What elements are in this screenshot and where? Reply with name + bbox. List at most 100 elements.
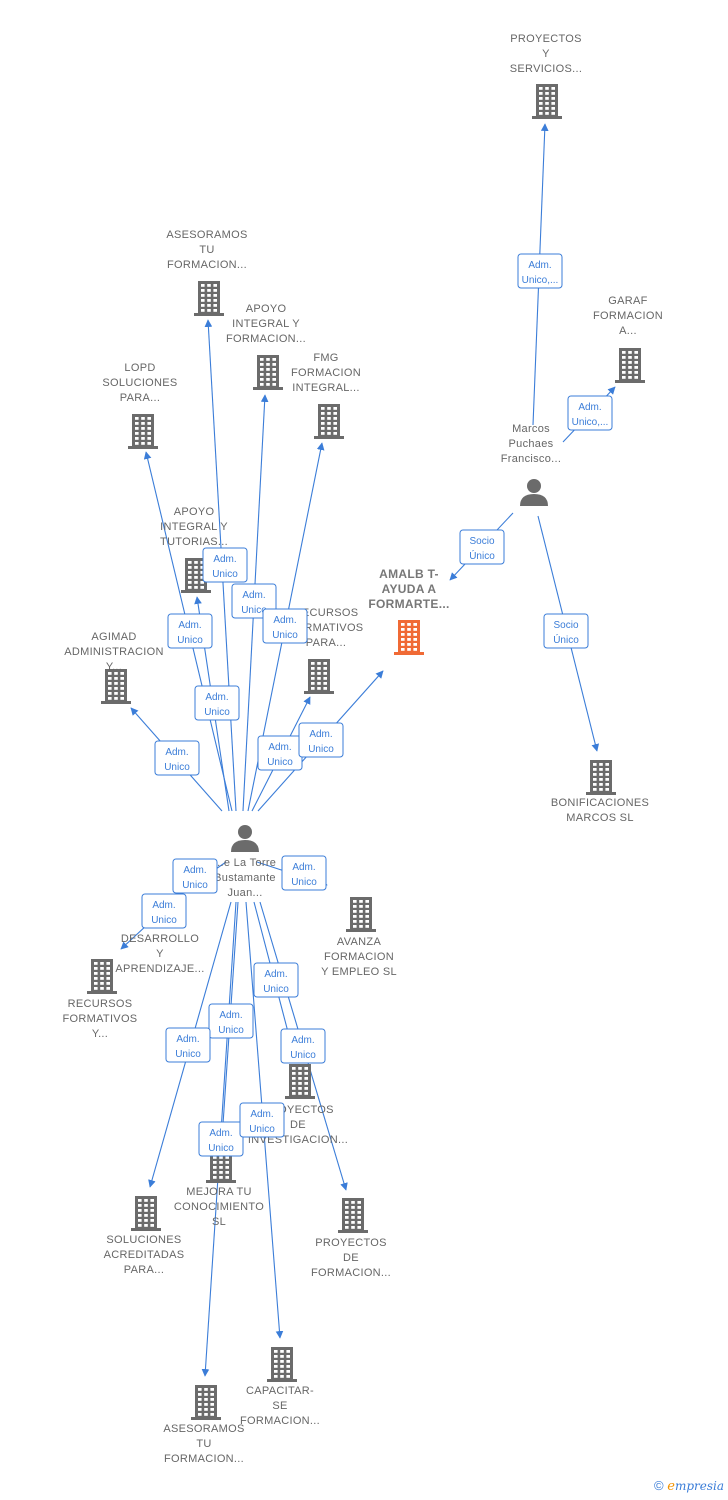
- node-label-line: A...: [619, 325, 637, 337]
- edge-label[interactable]: Adm.Unico: [154, 740, 200, 776]
- edge-label[interactable]: Adm.Unico: [167, 613, 213, 649]
- node-label-line: INTEGRAL Y: [232, 318, 300, 330]
- edge-label[interactable]: Adm.Unico: [202, 547, 248, 583]
- node-label-line: MEJORA TU: [186, 1186, 251, 1198]
- edge-label[interactable]: Adm.Unico: [257, 735, 303, 771]
- edge-label-text: Adm.: [219, 1010, 242, 1021]
- edge-label[interactable]: Adm.Unico: [172, 858, 218, 894]
- node-label-line: DE: [343, 1252, 359, 1264]
- building-icon: [532, 84, 562, 119]
- edge-label[interactable]: Adm.Unico,...: [567, 395, 613, 431]
- edge-label-box: [194, 685, 240, 721]
- edge-label-text: Unico: [208, 1143, 234, 1154]
- company-node-c_asesor1[interactable]: ASESORAMOSTUFORMACION...: [166, 229, 247, 316]
- edge-label[interactable]: Adm.Unico: [141, 893, 187, 929]
- edge-label[interactable]: Adm.Unico: [239, 1102, 285, 1138]
- node-label-line: Marcos: [512, 423, 550, 435]
- building-icon: [314, 404, 344, 439]
- edge-label-text: Adm.: [183, 865, 206, 876]
- building-icon: [586, 760, 616, 795]
- node-label-line: FORMACION: [593, 310, 663, 322]
- edge-label-text: Unico: [212, 569, 238, 580]
- node-label-line: Y: [156, 948, 164, 960]
- edge-label[interactable]: Adm.Unico: [208, 1003, 254, 1039]
- building-icon: [101, 669, 131, 704]
- node-label-line: FORMACION...: [311, 1267, 391, 1279]
- edge-label-text: Adm.: [292, 862, 315, 873]
- person-node-p_marcos[interactable]: MarcosPuchaesFrancisco...: [501, 423, 561, 506]
- company-node-c_proyserv[interactable]: PROYECTOSYSERVICIOS...: [510, 33, 582, 119]
- edge-label[interactable]: Adm.Unico: [198, 1121, 244, 1157]
- node-label-line: Y: [542, 48, 550, 60]
- company-node-main[interactable]: AMALB T-AYUDA AFORMARTE...: [368, 567, 449, 655]
- edge-label[interactable]: Adm.Unico: [281, 855, 327, 891]
- company-node-c_soluc[interactable]: SOLUCIONESACREDITADASPARA...: [104, 1196, 185, 1276]
- company-node-c_asesor2[interactable]: ASESORAMOSTUFORMACION...: [163, 1385, 244, 1465]
- edge-label[interactable]: Adm.Unico: [194, 685, 240, 721]
- edge-label-text: Adm.: [152, 900, 175, 911]
- node-label-line: CAPACITAR-: [246, 1385, 314, 1397]
- edge-label-text: Socio: [469, 536, 494, 547]
- building-icon: [338, 1198, 368, 1233]
- edge-label-box: [154, 740, 200, 776]
- edge-label-text: Unico: [308, 744, 334, 755]
- edge-label-box: [280, 1028, 326, 1064]
- company-node-c_lopd[interactable]: LOPDSOLUCIONESPARA...: [102, 362, 177, 449]
- node-label-line: ADMINISTRACION: [64, 646, 164, 658]
- node-label-line: AYUDA A: [382, 582, 437, 596]
- company-node-c_capacitar[interactable]: CAPACITAR-SEFORMACION...: [240, 1347, 320, 1427]
- edge-label[interactable]: Adm.Unico: [165, 1027, 211, 1063]
- person-icon: [231, 825, 259, 852]
- node-label-line: APRENDIZAJE...: [115, 963, 204, 975]
- node-label-line: FORMARTE...: [368, 597, 449, 611]
- node-label-line: GARAF: [608, 295, 647, 307]
- building-icon: [285, 1064, 315, 1099]
- edge-label-box: [298, 722, 344, 758]
- node-label-line: INTEGRAL Y: [160, 521, 228, 533]
- company-node-c_garaf[interactable]: GARAF FORMACION A...: [593, 295, 663, 383]
- edge-label-text: Adm.: [291, 1035, 314, 1046]
- company-node-c_bonif[interactable]: BONIFICACIONES MARCOS SL: [551, 760, 649, 824]
- edge-label-text: Unico: [164, 762, 190, 773]
- edge-label-text: Unico: [263, 984, 289, 995]
- edge-label-text: Unico,...: [522, 275, 559, 286]
- edge-label[interactable]: Adm.Unico,...: [517, 253, 563, 289]
- edge-label-text: Adm.: [578, 402, 601, 413]
- person-node-p_juan[interactable]: ...e La TorreBustamanteJuan...: [214, 825, 276, 899]
- company-node-c_recursos2[interactable]: RECURSOSFORMATIVOSY...: [63, 959, 138, 1040]
- edge-label-box: [281, 855, 327, 891]
- node-label-line: INTEGRAL...: [292, 382, 359, 394]
- company-node-c_agimad[interactable]: AGIMADADMINISTRACIONY...: [64, 631, 164, 704]
- edge-label[interactable]: Adm.Unico: [280, 1028, 326, 1064]
- node-label-line: AGIMAD: [91, 631, 136, 643]
- edge-label-text: Adm.: [176, 1034, 199, 1045]
- edge-label-box: [253, 962, 299, 998]
- edge-label-box: [167, 613, 213, 649]
- node-label-line: LOPD: [124, 362, 155, 374]
- edge-label[interactable]: Adm.Unico: [262, 608, 308, 644]
- node-label-line: TU: [199, 244, 214, 256]
- node-label-line: RECURSOS: [68, 998, 133, 1010]
- node-label-line: SOLUCIONES: [106, 1234, 181, 1246]
- company-node-c_proyform[interactable]: PROYECTOSDEFORMACION...: [311, 1198, 391, 1279]
- company-node-c_desarrollo[interactable]: DESARROLLOYAPRENDIZAJE...: [115, 933, 204, 975]
- company-node-c_fmg[interactable]: FMGFORMACIONINTEGRAL...: [291, 352, 361, 439]
- edge-label-box: [239, 1102, 285, 1138]
- brand-logo-e: e: [667, 1479, 675, 1494]
- edge-label[interactable]: Adm.Unico: [298, 722, 344, 758]
- edge-label-text: Socio: [553, 620, 578, 631]
- edge-label-text: Único: [553, 633, 579, 646]
- node-label-line: MARCOS SL: [566, 812, 634, 824]
- node-label-line: BONIFICACIONES: [551, 797, 649, 809]
- node-label-line: APOYO: [246, 303, 287, 315]
- brand-footer[interactable]: © empresia: [654, 1478, 724, 1494]
- edge-label[interactable]: Adm.Unico: [253, 962, 299, 998]
- building-icon: [267, 1347, 297, 1382]
